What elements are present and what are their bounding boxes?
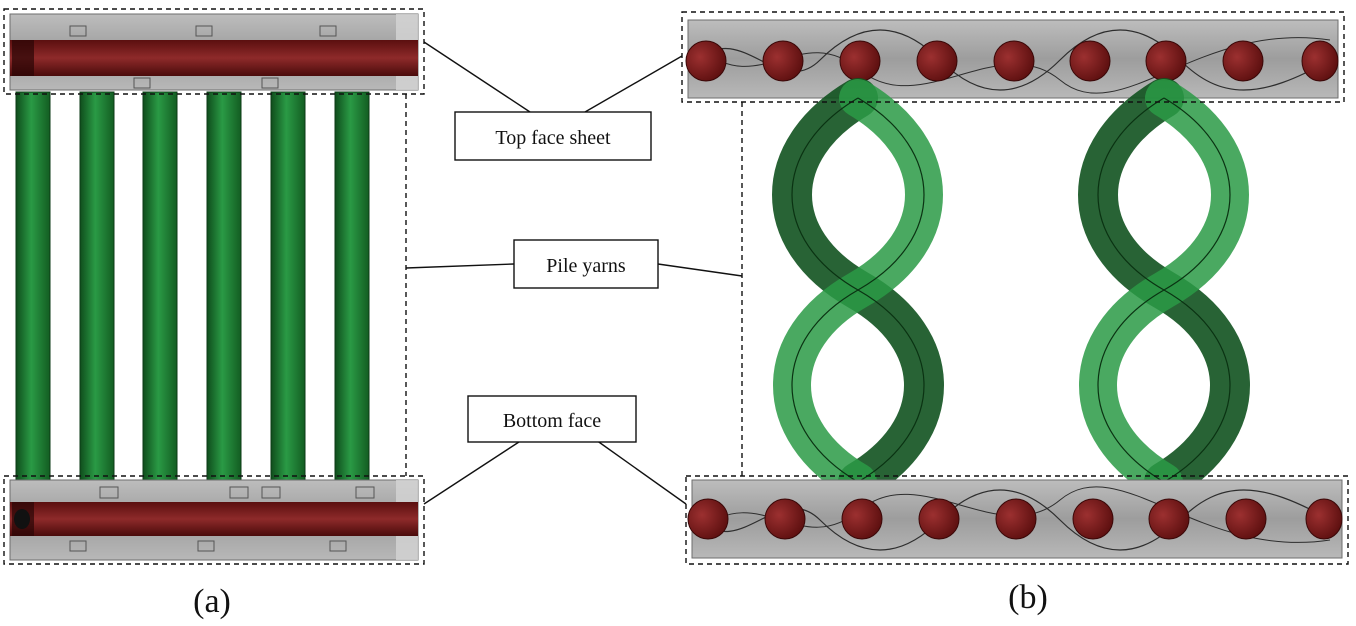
panel-a-model	[3, 8, 425, 565]
panel-a-bottom-sheet	[9, 479, 419, 561]
panel-a-pile-yarns	[15, 91, 370, 481]
callout-pile-yarns: Pile yarns	[513, 239, 659, 289]
callout-leader-lines	[405, 41, 743, 505]
callout-bottom-face-label: Bottom face	[503, 410, 601, 432]
panel-label-b: (b)	[1008, 579, 1048, 616]
panel-b-top-dashed-box	[681, 11, 1345, 103]
pile-yarn-right	[1078, 78, 1250, 502]
panel-a-top-dashed-box	[3, 8, 425, 95]
callout-top-face-sheet: Top face sheet	[454, 111, 652, 161]
panel-b-model	[681, 11, 1349, 565]
panel-b-pile-yarns	[772, 78, 1250, 502]
panel-b-bottom-sheet	[687, 479, 1343, 559]
panel-a-top-sheet	[9, 13, 419, 91]
callout-top-face-sheet-label: Top face sheet	[495, 127, 611, 149]
panel-a-bottom-dashed-box	[3, 475, 425, 565]
pile-yarn-left	[772, 78, 944, 502]
panel-label-a: (a)	[193, 583, 231, 620]
panel-b-top-yarn-sections	[685, 40, 1339, 82]
callout-pile-yarns-label: Pile yarns	[546, 255, 626, 277]
callout-bottom-face: Bottom face	[467, 395, 637, 443]
panel-b-bottom-dashed-box	[685, 475, 1349, 565]
panel-b-top-sheet	[685, 19, 1339, 99]
panel-b-bottom-yarn-sections	[687, 498, 1343, 540]
